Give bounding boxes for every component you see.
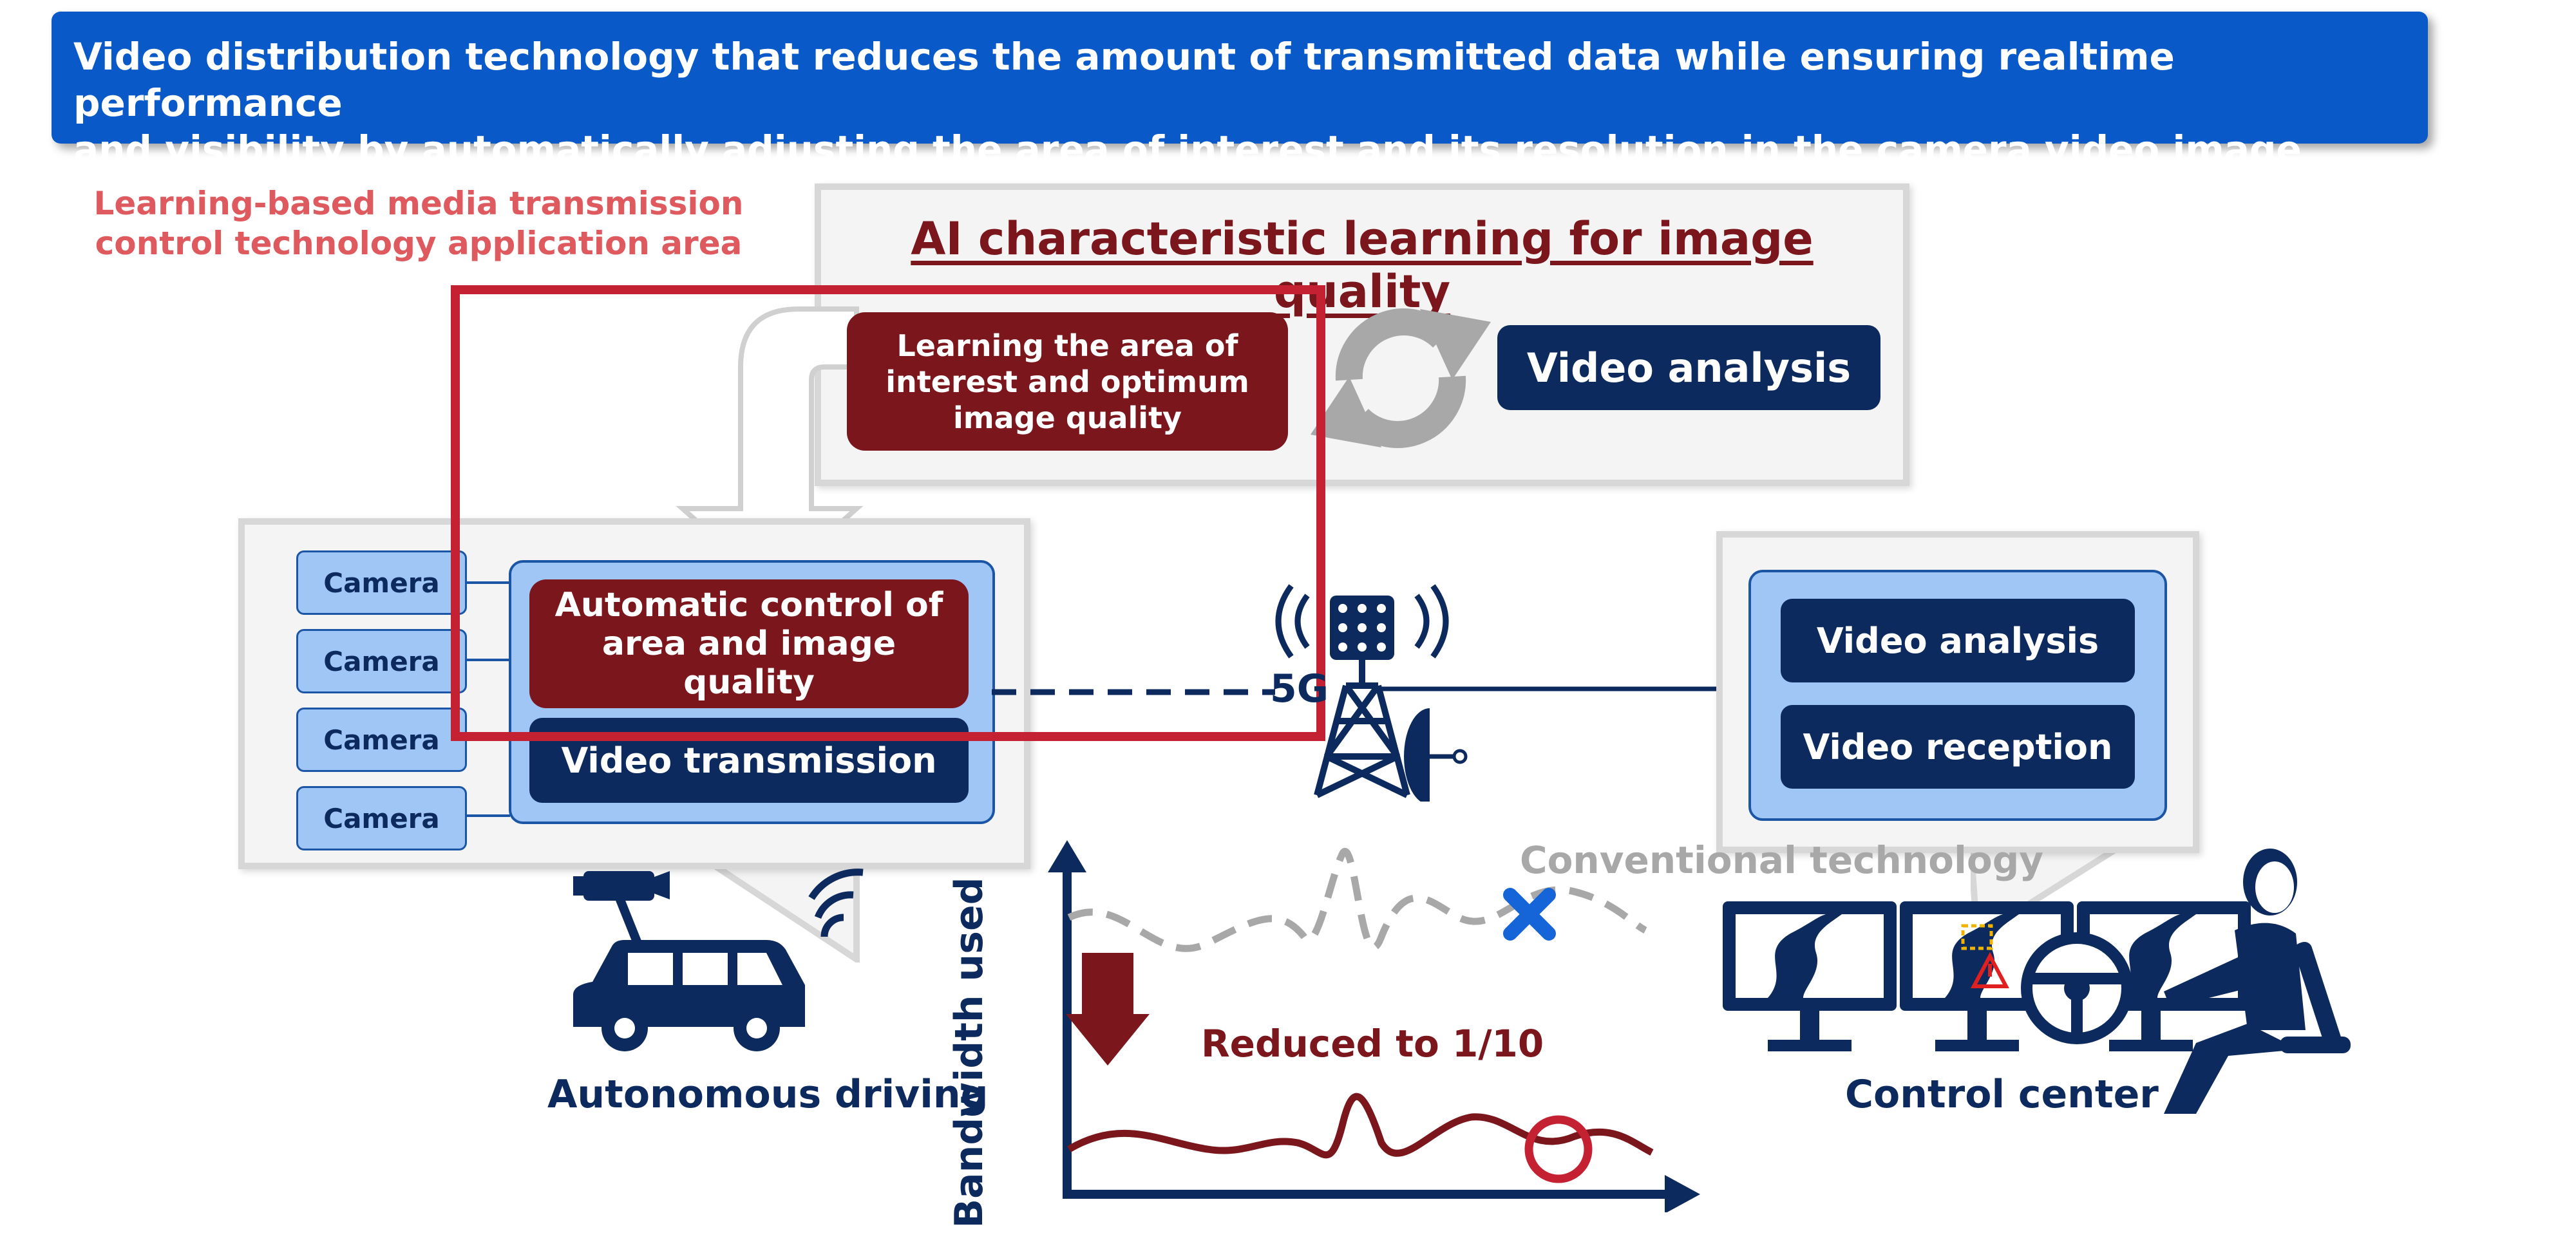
auto-control-line-2: area and image bbox=[601, 624, 896, 663]
banner-line-2: and visibility by automatically adjustin… bbox=[73, 127, 2302, 171]
learning-box: Learning the area of interest and optimu… bbox=[847, 312, 1288, 451]
reduced-label: Reduced to 1/10 bbox=[1201, 1022, 1544, 1066]
bandwidth-ylabel: Bandwidth used bbox=[947, 877, 992, 1228]
auto-control-line-3: quality bbox=[683, 663, 815, 702]
operator-person bbox=[2164, 849, 2351, 1114]
camera-3: Camera bbox=[296, 708, 467, 772]
circle-ok-icon bbox=[1524, 1115, 1593, 1183]
conventional-label: Conventional technology bbox=[1520, 838, 2044, 882]
learning-line-2: interest and optimum bbox=[886, 364, 1249, 399]
application-area-line-2: control technology application area bbox=[95, 225, 743, 262]
learning-line-3: image quality bbox=[952, 400, 1182, 435]
steering-wheel bbox=[2021, 932, 2133, 1044]
cc-video-reception-box: Video reception bbox=[1781, 705, 2135, 789]
dashed-5g-link bbox=[992, 689, 1275, 695]
camera-2: Camera bbox=[296, 629, 467, 693]
auto-control-line-1: Automatic control of bbox=[554, 586, 943, 624]
conventional-curve bbox=[1067, 847, 1647, 952]
application-area-label: Learning-based media transmission contro… bbox=[84, 183, 753, 263]
ai-video-analysis-box: Video analysis bbox=[1497, 325, 1880, 410]
bandwidth-graph bbox=[1048, 840, 1700, 1212]
monitor-1 bbox=[1723, 901, 1897, 1051]
camera-1: Camera bbox=[296, 550, 467, 615]
application-area-line-1: Learning-based media transmission bbox=[93, 185, 744, 222]
control-center-icon bbox=[1723, 849, 2351, 1114]
reduced-curve bbox=[1067, 1093, 1654, 1159]
header-banner: Video distribution technology that reduc… bbox=[52, 12, 2428, 171]
backhaul-line bbox=[1375, 686, 1755, 691]
learning-line-1: Learning the area of bbox=[896, 328, 1238, 363]
white-arrow-down bbox=[676, 306, 864, 590]
cross-icon bbox=[1503, 888, 1556, 941]
cc-video-analysis-box: Video analysis bbox=[1781, 599, 2135, 682]
camera-4: Camera bbox=[296, 786, 467, 850]
banner-line-1: Video distribution technology that reduc… bbox=[73, 35, 2175, 125]
control-center-label: Control center bbox=[1845, 1072, 2159, 1117]
application-area-frame bbox=[451, 285, 1325, 741]
cycle-arrows-icon bbox=[1311, 308, 1491, 448]
auto-control-box: Automatic control of area and image qual… bbox=[529, 579, 969, 708]
5g-label: 5G bbox=[1270, 666, 1329, 711]
reduction-arrow bbox=[1066, 953, 1150, 1066]
antenna-tower-icon bbox=[1275, 584, 1468, 802]
autonomous-car-icon bbox=[573, 869, 864, 1051]
autonomous-driving-label: Autonomous driving bbox=[547, 1072, 989, 1117]
